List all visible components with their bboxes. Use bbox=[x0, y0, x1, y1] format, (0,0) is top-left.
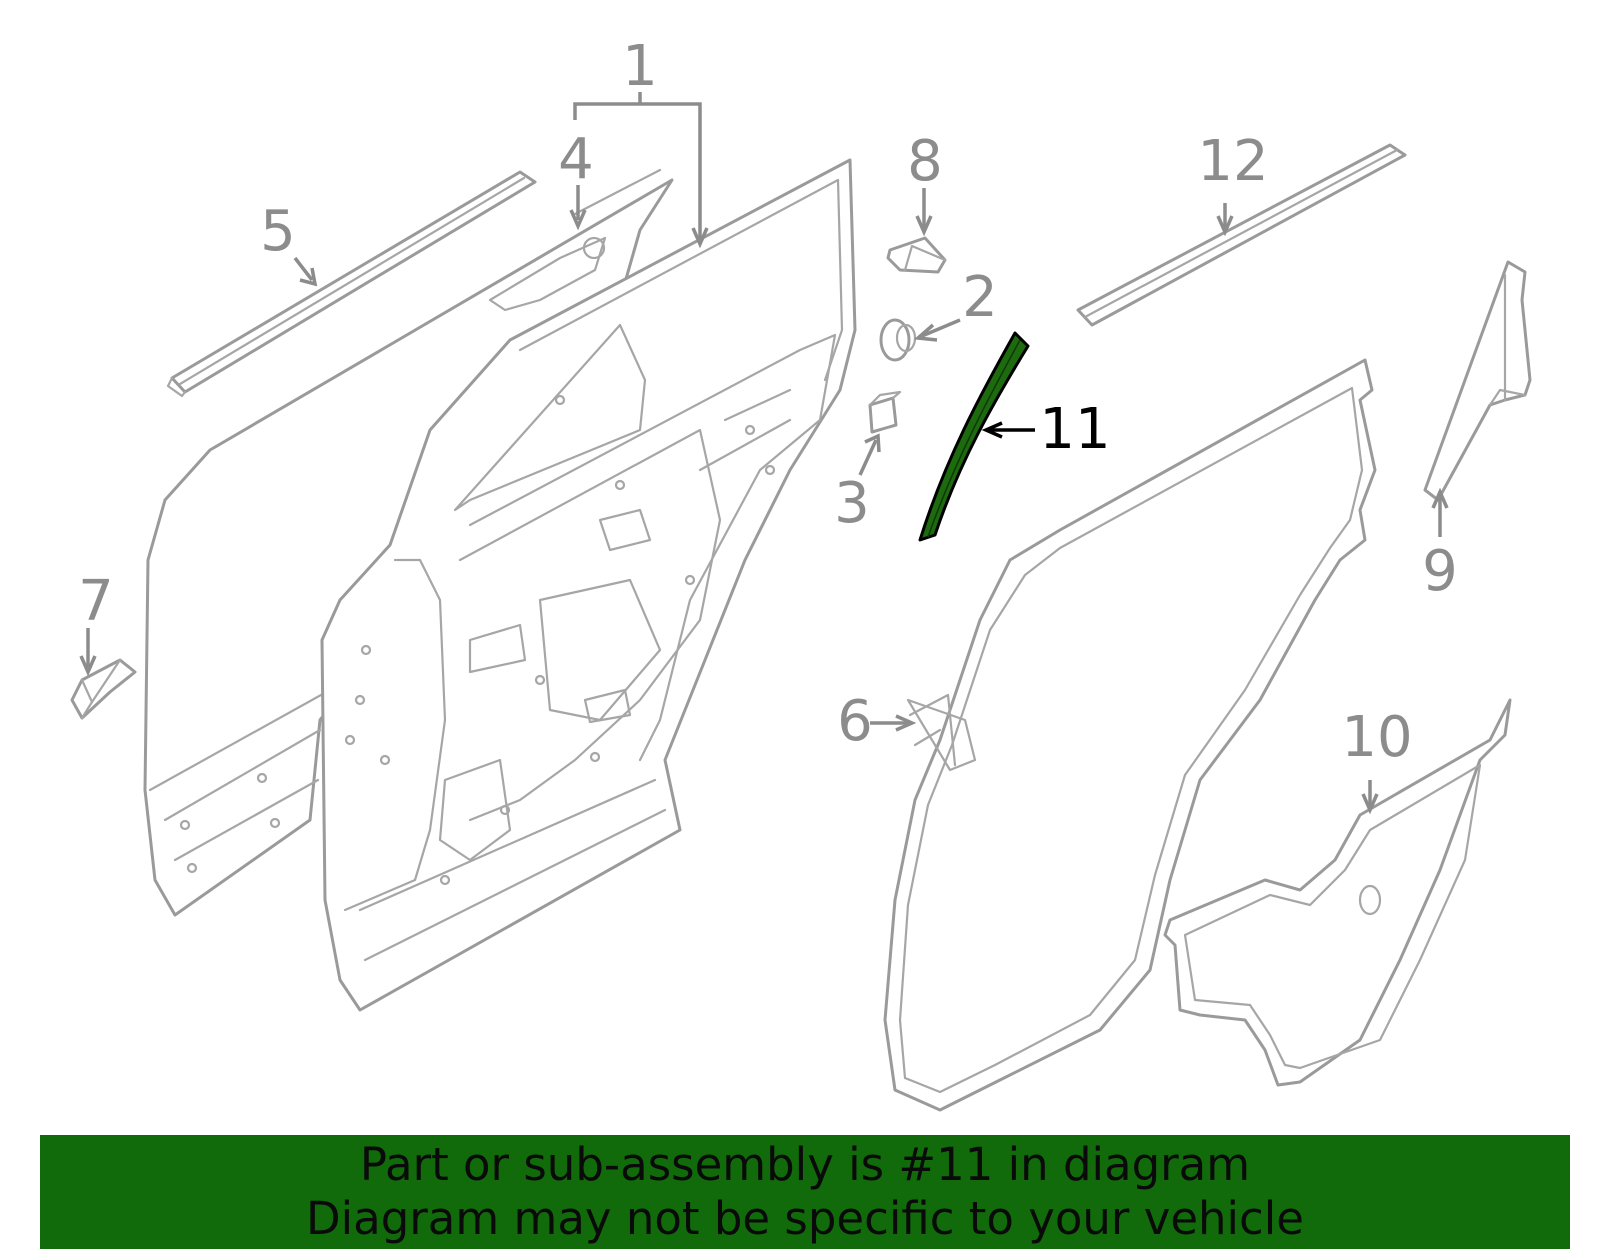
part-10-sealing-screen bbox=[1163, 698, 1512, 1087]
callout-4: 4 bbox=[558, 127, 594, 192]
part-11-highlighted-channel bbox=[918, 331, 1030, 542]
callout-6: 6 bbox=[837, 689, 873, 754]
banner-line-2: Diagram may not be specific to your vehi… bbox=[306, 1192, 1304, 1245]
callout-3: 3 bbox=[834, 471, 870, 536]
callout-labels: 1 2 3 4 5 6 7 8 9 10 11 12 bbox=[78, 34, 1458, 770]
callout-12: 12 bbox=[1197, 129, 1268, 194]
part-2-plug bbox=[879, 318, 917, 362]
callout-8: 8 bbox=[907, 129, 943, 194]
callout-2: 2 bbox=[962, 265, 998, 330]
callout-9: 9 bbox=[1422, 539, 1458, 604]
part-3-block bbox=[868, 390, 902, 434]
part-12-outer-molding bbox=[1076, 143, 1407, 327]
info-banner: Part or sub-assembly is #11 in diagram D… bbox=[40, 1135, 1570, 1249]
part-5-belt-molding bbox=[166, 170, 537, 398]
callout-1: 1 bbox=[622, 34, 658, 99]
part-1-door-inner-frame bbox=[320, 158, 857, 1012]
callout-11: 11 bbox=[1039, 397, 1110, 462]
leader-lines bbox=[79, 92, 1449, 815]
part-7-bracket bbox=[70, 658, 137, 720]
callout-10: 10 bbox=[1341, 705, 1412, 770]
part-9-trim bbox=[1423, 260, 1532, 502]
callout-5: 5 bbox=[260, 199, 296, 264]
part-8-clip bbox=[886, 236, 947, 274]
part-6-weatherstrip bbox=[883, 358, 1377, 1112]
callout-7: 7 bbox=[78, 569, 114, 634]
banner-line-1: Part or sub-assembly is #11 in diagram bbox=[359, 1138, 1251, 1191]
leader-arrow-1 bbox=[691, 227, 709, 249]
